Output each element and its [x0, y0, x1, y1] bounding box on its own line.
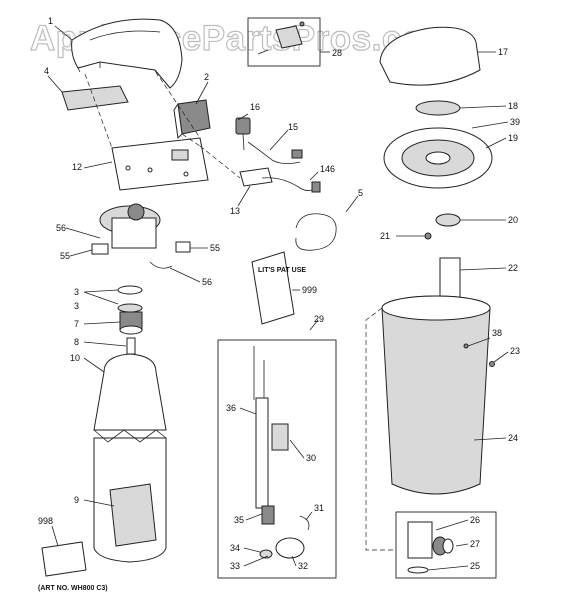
part-salt-tank	[381, 295, 491, 495]
part-control-board	[173, 99, 211, 140]
callout-999: 999	[302, 285, 317, 295]
part-washer	[415, 100, 461, 116]
callout-55-right: 55	[210, 243, 220, 253]
callout-1: 1	[48, 16, 53, 26]
callout-56-top: 56	[56, 223, 66, 233]
callout-3-bottom: 3	[74, 301, 79, 311]
art-number-footnote: (ART NO. WH800 C3)	[38, 585, 108, 592]
callout-33: 33	[230, 561, 240, 571]
callout-36: 36	[226, 403, 236, 413]
callout-8: 8	[74, 337, 79, 347]
callout-28: 28	[332, 48, 342, 58]
callout-998: 998	[38, 516, 53, 526]
callout-18: 18	[508, 101, 518, 111]
callout-17: 17	[498, 47, 508, 57]
part-faceplate	[111, 137, 209, 191]
callout-5: 5	[358, 188, 363, 198]
callout-21: 21	[380, 231, 390, 241]
callout-35: 35	[234, 515, 244, 525]
callout-13: 13	[230, 206, 240, 216]
callout-20: 20	[508, 215, 518, 225]
callout-39: 39	[510, 117, 520, 127]
callout-19: 19	[508, 133, 518, 143]
callout-10: 10	[70, 353, 80, 363]
manual-booklet-text: LIT'S PAT USE	[258, 267, 306, 274]
part-screw-38	[463, 343, 469, 349]
part-connector-block	[239, 167, 273, 187]
callout-15: 15	[288, 122, 298, 132]
callout-12: 12	[72, 162, 82, 172]
part-resin-bag	[109, 483, 157, 547]
part-valve-body	[91, 203, 191, 269]
callout-29: 29	[314, 314, 324, 324]
assembly-lines-right	[365, 307, 396, 551]
part-valve-cover	[71, 18, 183, 89]
part-28-box	[247, 17, 321, 67]
callout-16: 16	[250, 102, 260, 112]
part-29-frame	[217, 339, 337, 579]
callout-30: 30	[306, 453, 316, 463]
callout-26: 26	[470, 515, 480, 525]
part-small-bolt	[424, 232, 432, 240]
part-resin-tank	[93, 353, 167, 563]
part-label-strip	[61, 85, 129, 111]
part-sensor-harness	[261, 149, 321, 193]
assembly-lines-top	[84, 73, 241, 179]
callout-leaders	[47, 25, 509, 571]
callout-55-left: 55	[60, 251, 70, 261]
callout-2: 2	[204, 72, 209, 82]
callout-27: 27	[470, 539, 480, 549]
callout-3-top: 3	[74, 287, 79, 297]
part-transformer	[235, 117, 251, 151]
callout-4: 4	[44, 66, 49, 76]
callout-22: 22	[508, 263, 518, 273]
part-brine-well-cap	[435, 213, 461, 227]
callout-56-bottom: 56	[202, 277, 212, 287]
callout-34: 34	[230, 543, 240, 553]
callout-32: 32	[298, 561, 308, 571]
callout-7: 7	[74, 319, 79, 329]
part-tank-lid	[379, 26, 481, 86]
part-orings-screen	[117, 285, 143, 355]
part-overflow-frame	[395, 511, 497, 579]
part-tank-top	[383, 127, 493, 189]
part-brine-tube	[295, 213, 337, 251]
part-owners-manual: LIT'S PAT USE	[251, 251, 306, 325]
part-wire-harness	[247, 141, 301, 164]
callout-25: 25	[470, 561, 480, 571]
callout-9: 9	[74, 495, 79, 505]
callout-24: 24	[508, 433, 518, 443]
callout-146: 146	[320, 164, 335, 174]
part-screw-23	[489, 361, 495, 367]
callout-38: 38	[492, 328, 502, 338]
callout-23: 23	[510, 346, 520, 356]
part-cloth	[41, 541, 87, 577]
callout-31: 31	[314, 503, 324, 513]
